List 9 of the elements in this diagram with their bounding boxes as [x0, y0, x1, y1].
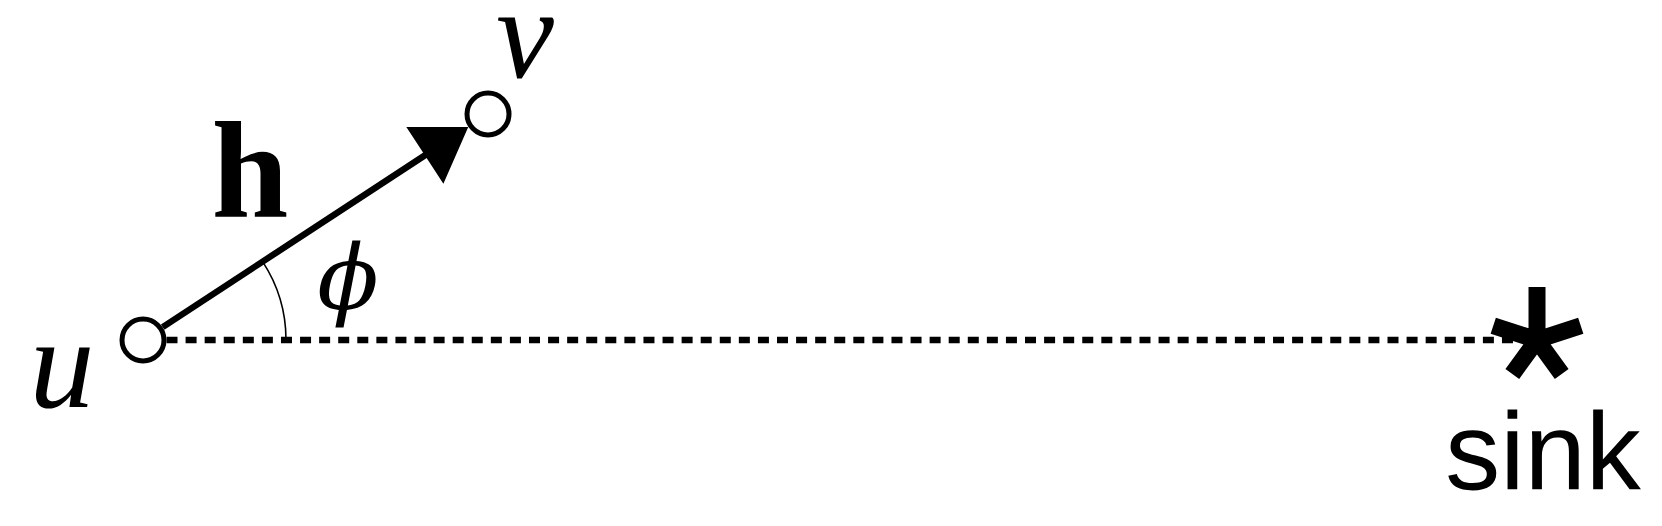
- edge-label: h: [209, 119, 291, 219]
- node-label: sink: [1448, 409, 1641, 491]
- node-label: u: [35, 347, 90, 409]
- angle-label: ϕ: [319, 240, 376, 328]
- dashed-line: [166, 336, 1513, 344]
- small-circle: [464, 90, 512, 138]
- asterisk-symbol: [1490, 287, 1584, 379]
- small-circle: [119, 316, 167, 364]
- node-label: v: [497, 17, 554, 79]
